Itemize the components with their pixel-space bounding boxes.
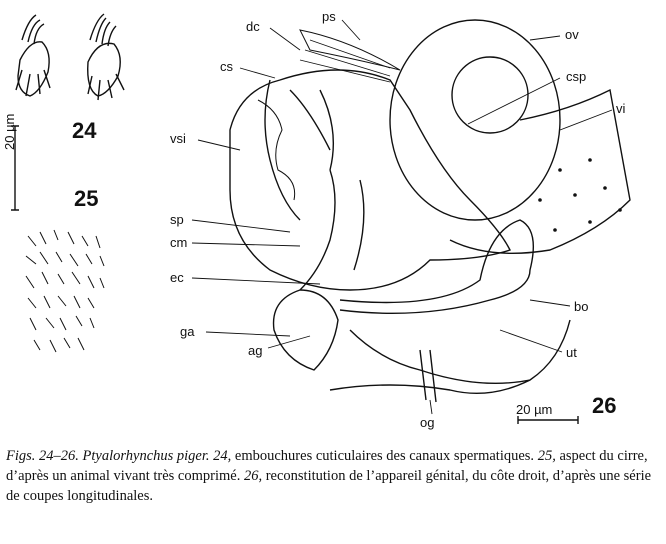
anatomical-drawing xyxy=(11,13,631,424)
fig26-number: 26 xyxy=(592,393,617,418)
caption-n26: 26, xyxy=(243,468,263,484)
label-cs: cs xyxy=(220,59,233,74)
vertical-scale-label: 20 µm xyxy=(2,113,17,150)
label-ag: ag xyxy=(248,343,263,358)
caption-text-25: aspect du cirre, d’après un animal vivan… xyxy=(6,448,648,484)
label-ga: ga xyxy=(180,324,195,339)
stipple-dots xyxy=(538,158,622,232)
horizontal-scale-bar xyxy=(517,416,579,424)
caption-species: Ptyalorhynchus piger. xyxy=(82,448,210,464)
label-vi: vi xyxy=(616,101,626,116)
fig25-drawing xyxy=(25,229,105,353)
fig26-drawing xyxy=(229,19,631,403)
figure-caption: Figs. 24–26. Ptyalorhynchus piger. 24, e… xyxy=(6,446,660,506)
label-dc: dc xyxy=(246,19,260,34)
label-ec: ec xyxy=(170,270,184,285)
caption-text-24: embouchures cuticulaires des canaux sper… xyxy=(234,448,535,464)
fig24-number: 24 xyxy=(72,118,97,143)
caption-n24: 24, xyxy=(213,448,232,464)
label-og: og xyxy=(420,415,435,430)
fig25-number: 25 xyxy=(74,186,99,211)
label-cm: cm xyxy=(170,235,188,250)
caption-lead: Figs. 24–26. xyxy=(6,448,79,464)
caption-text-26: reconstitution de l’appareil génital, du… xyxy=(6,468,652,504)
label-sp: sp xyxy=(170,212,184,227)
horizontal-scale-label: 20 µm xyxy=(516,402,553,417)
label-csp: csp xyxy=(566,69,587,84)
vertical-scale-bar xyxy=(11,125,19,211)
fig24-drawing xyxy=(15,13,125,101)
caption-n25: 25, xyxy=(537,448,556,464)
figure-panel: 24 25 26 20 µm 20 µm dc ps ov cs csp vi … xyxy=(2,9,631,430)
label-ut: ut xyxy=(566,345,577,360)
label-ps: ps xyxy=(322,9,336,24)
label-ov: ov xyxy=(565,27,579,42)
label-vsi: vsi xyxy=(170,131,186,146)
label-bo: bo xyxy=(574,299,589,314)
